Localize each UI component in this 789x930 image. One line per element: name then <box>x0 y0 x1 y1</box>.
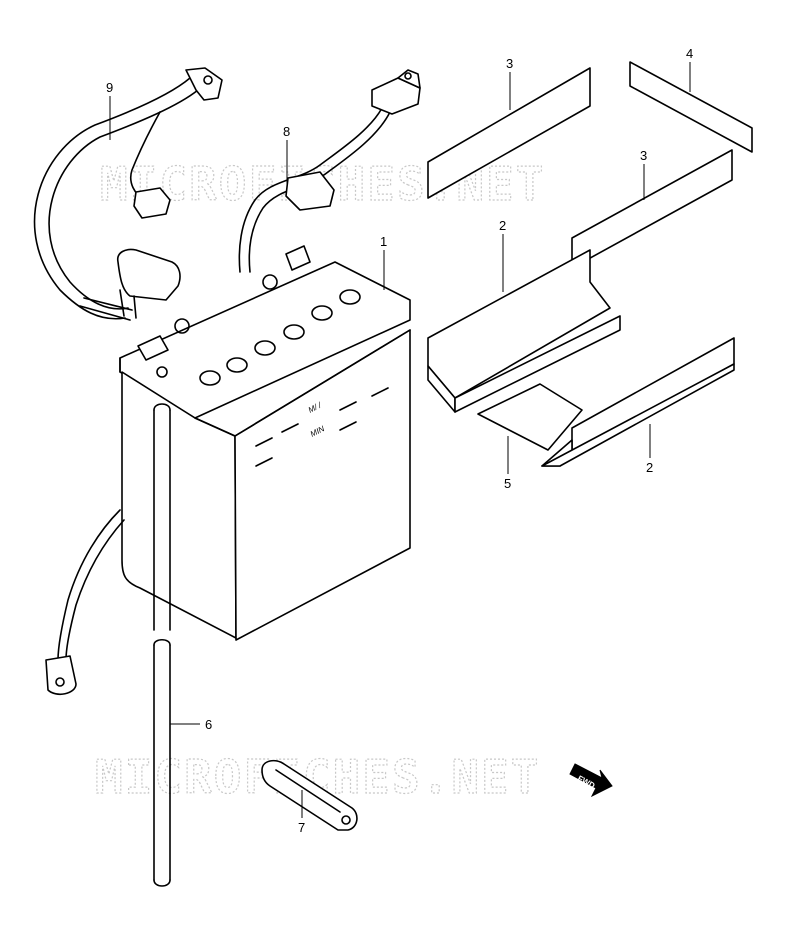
callout-7: 7 <box>298 820 305 835</box>
part-3-pad-lower[interactable] <box>571 149 733 269</box>
part-8-lead[interactable] <box>238 69 421 273</box>
part-7-strap[interactable] <box>261 759 358 831</box>
callout-1: 1 <box>380 234 387 249</box>
part-4-pad[interactable] <box>629 61 753 153</box>
callout-8: 8 <box>283 124 290 139</box>
part-1-battery[interactable]: M/ / MIN <box>119 245 411 641</box>
part-2-channel-left[interactable] <box>427 249 621 413</box>
callout-5: 5 <box>504 476 511 491</box>
fwd-arrow-icon: FWD <box>569 763 613 798</box>
part-2-channel-right[interactable] <box>541 337 735 467</box>
part-6-breather-tube[interactable] <box>153 403 171 887</box>
callout-9: 9 <box>106 80 113 95</box>
callout-2a: 2 <box>499 218 506 233</box>
callout-6: 6 <box>205 717 212 732</box>
part-3-pad-upper[interactable] <box>427 67 591 199</box>
part-9-cable[interactable] <box>33 67 223 321</box>
callout-2b: 2 <box>646 460 653 475</box>
callout-3b: 3 <box>640 148 647 163</box>
callout-4: 4 <box>686 46 693 61</box>
callout-3a: 3 <box>506 56 513 71</box>
part-5-pad[interactable] <box>477 383 583 451</box>
ground-lead[interactable] <box>45 509 125 696</box>
